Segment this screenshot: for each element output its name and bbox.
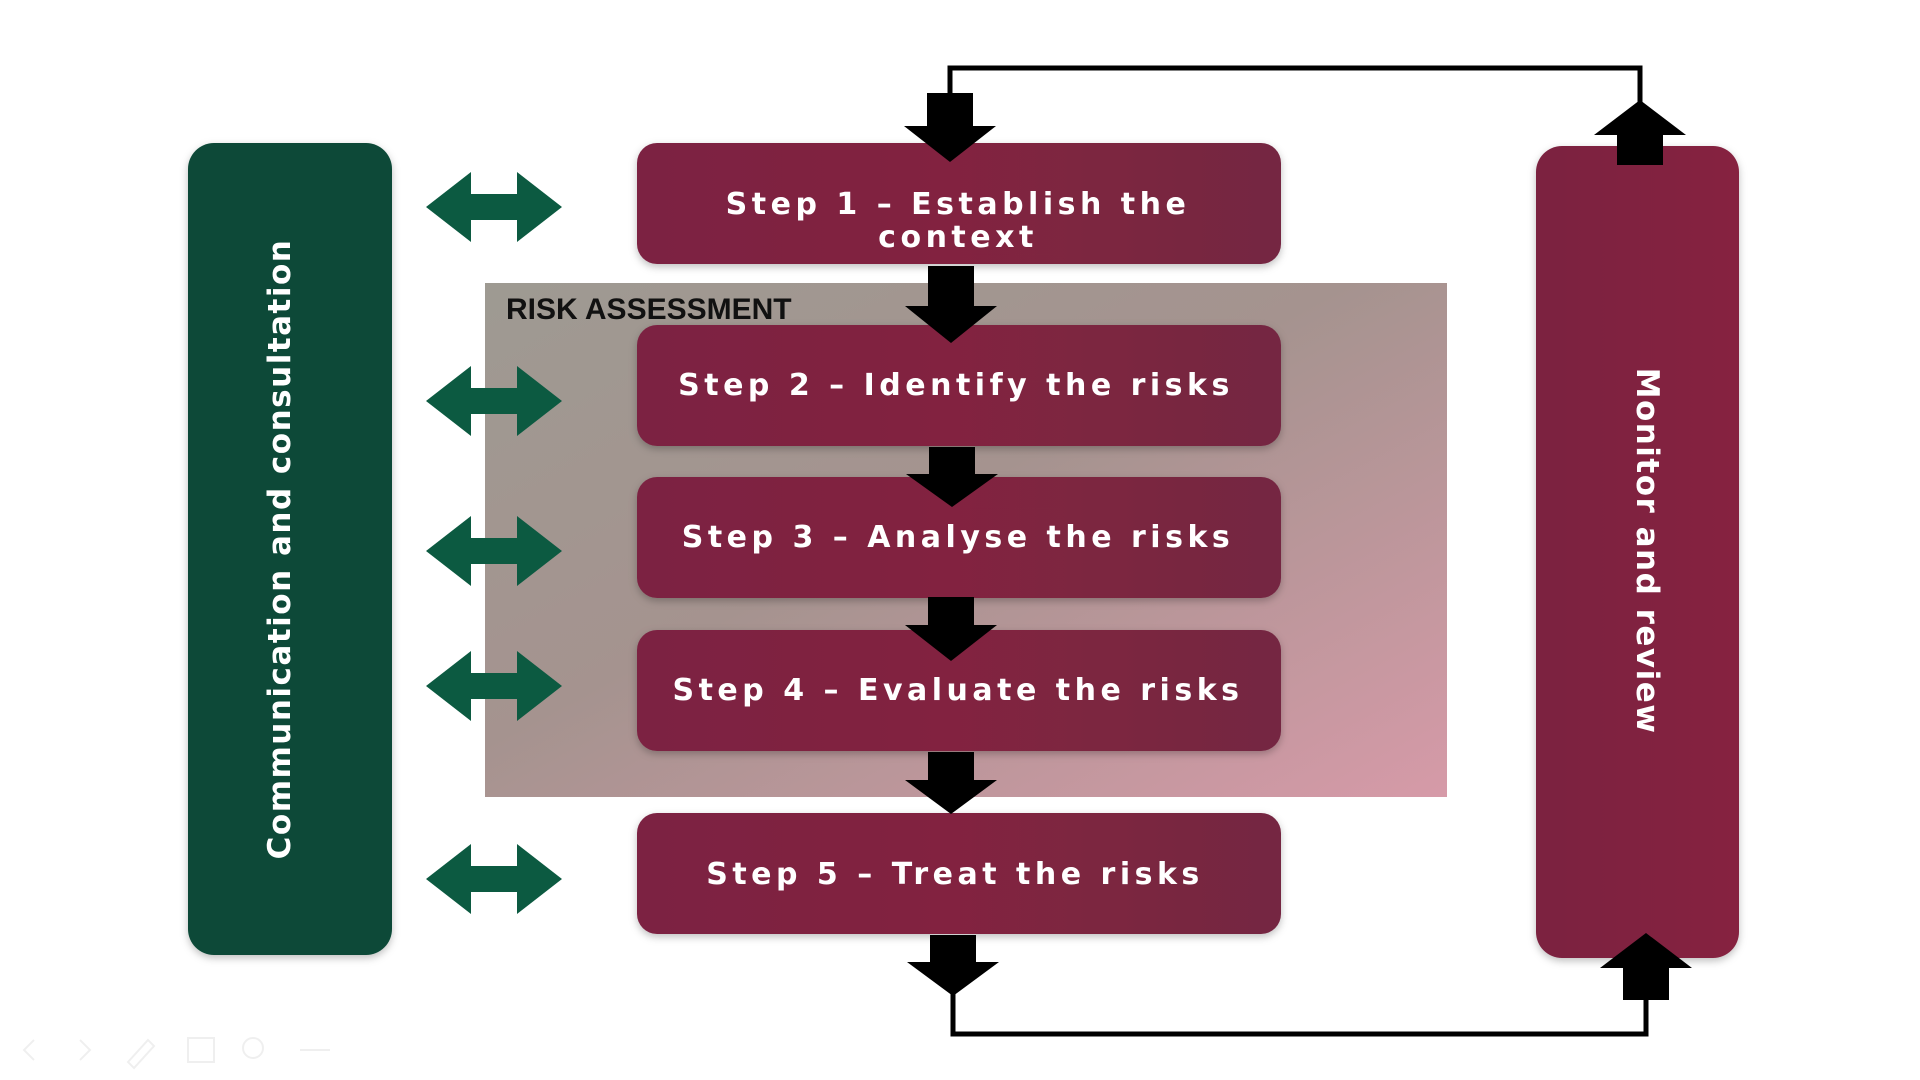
step-2-label: Step 2 – Identify the risks <box>678 368 1234 403</box>
up-arrow-icon <box>1594 100 1686 165</box>
bottom-feedback-line <box>950 978 1649 1037</box>
presentation-toolbar <box>22 1037 330 1070</box>
two-way-arrow-icon <box>426 651 562 721</box>
zoom-icon[interactable] <box>242 1037 264 1059</box>
two-way-arrow-icon <box>426 844 562 914</box>
previous-icon[interactable] <box>22 1039 35 1061</box>
communication-bar <box>188 143 392 955</box>
step-4-label: Step 4 – Evaluate the risks <box>672 673 1243 708</box>
step-box-3: Step 3 – Analyse the risks <box>637 477 1281 598</box>
monitor-label: Monitor and review <box>1629 368 1665 735</box>
down-arrow-icon <box>906 447 998 507</box>
top-feedback-line <box>947 65 1643 110</box>
down-arrow-icon <box>905 266 997 343</box>
two-way-arrow-icon <box>426 516 562 586</box>
down-arrow-icon <box>905 597 997 661</box>
communication-label: Communication and consultation <box>262 239 298 860</box>
up-arrow-icon <box>1600 933 1692 1000</box>
pen-icon[interactable] <box>126 1038 156 1070</box>
monitor-bar <box>1536 146 1739 958</box>
step-3-label: Step 3 – Analyse the risks <box>682 520 1235 555</box>
step-1-line2: context <box>878 220 1038 255</box>
down-arrow-icon <box>905 752 997 814</box>
down-arrow-icon <box>904 93 996 162</box>
step-box-4: Step 4 – Evaluate the risks <box>637 630 1281 751</box>
step-box-1: Step 1 – Establish the context <box>637 143 1281 264</box>
down-arrow-icon <box>907 935 999 996</box>
slides-icon[interactable] <box>187 1037 215 1063</box>
two-way-arrow-icon <box>426 366 562 436</box>
step-box-2: Step 2 – Identify the risks <box>637 325 1281 446</box>
next-icon[interactable] <box>79 1039 92 1061</box>
step-5-label: Step 5 – Treat the risks <box>706 857 1204 892</box>
step-box-5: Step 5 – Treat the risks <box>637 813 1281 934</box>
step-1-line1: Step 1 – Establish the <box>726 187 1191 222</box>
risk-assessment-label: RISK ASSESSMENT <box>506 293 792 326</box>
two-way-arrow-icon <box>426 172 562 242</box>
